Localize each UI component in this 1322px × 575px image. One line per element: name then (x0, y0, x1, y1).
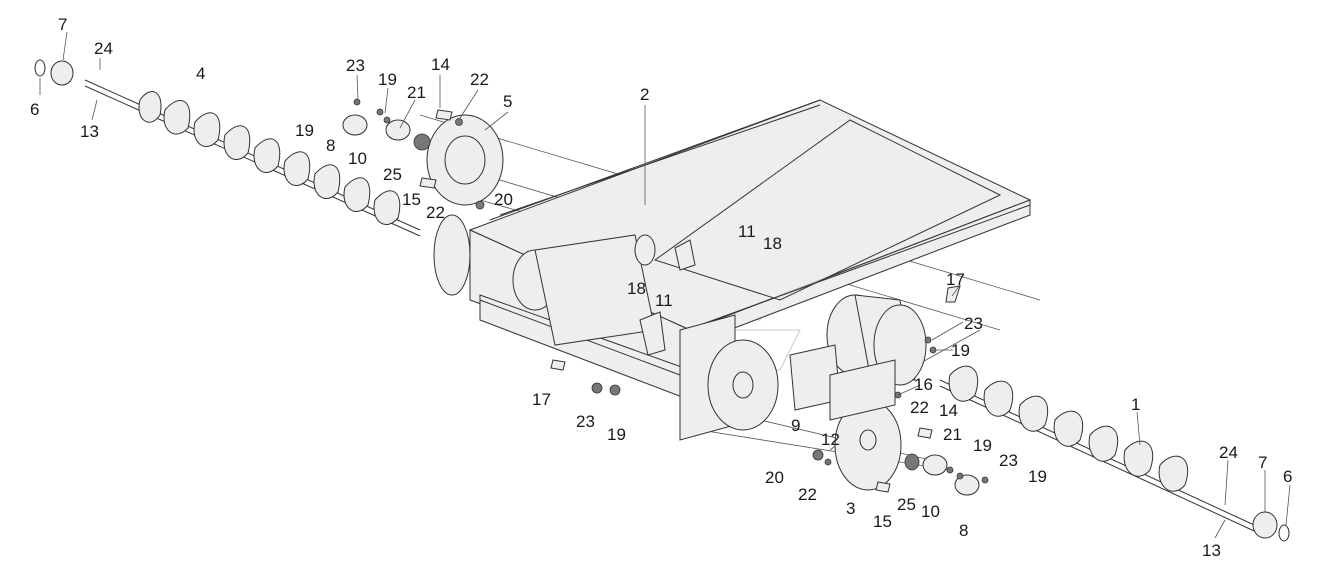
callout-19-right: 19 (951, 341, 970, 360)
left-auger (34, 59, 421, 237)
callout-25-bottom: 25 (897, 495, 916, 514)
callout-7-right: 7 (1258, 453, 1267, 472)
callout-19-bottom: 19 (607, 425, 626, 444)
callout-21-bottom: 21 (943, 425, 962, 444)
callout-19-top: 19 (378, 70, 397, 89)
callout-17-right: 17 (946, 270, 965, 289)
callout-24-left: 24 (94, 39, 113, 58)
callout-21-top: 21 (407, 83, 426, 102)
callout-8-bottom: 8 (959, 521, 968, 540)
callout-18-mid: 18 (627, 279, 646, 298)
callout-22-mid: 22 (426, 203, 445, 222)
callout-22-bottom: 22 (798, 485, 817, 504)
callout-14-bottom: 14 (939, 401, 958, 420)
callout-10-top: 10 (348, 149, 367, 168)
callout-10-bottom: 10 (921, 502, 940, 521)
callout-16: 16 (914, 375, 933, 394)
callout-23-bottom: 23 (576, 412, 595, 431)
callout-24-right: 24 (1219, 443, 1238, 462)
callout-labels: 7 24 4 6 13 23 19 14 22 21 5 19 8 10 25 … (30, 15, 1292, 560)
callout-11-top: 11 (738, 222, 756, 241)
callout-12: 12 (821, 430, 840, 449)
callout-13-left: 13 (80, 122, 99, 141)
callout-20-top: 20 (494, 190, 513, 209)
callout-5: 5 (503, 92, 512, 111)
right-auger (939, 365, 1290, 542)
callout-1: 1 (1131, 395, 1140, 414)
callout-2: 2 (640, 85, 649, 104)
callout-19-left: 19 (295, 121, 314, 140)
inner-tubes (433, 214, 927, 386)
callout-9: 9 (791, 416, 800, 435)
leader-lines (39, 31, 1291, 539)
hardware-parts (342, 98, 989, 496)
callout-3: 4 (196, 64, 205, 83)
callout-6-left: 6 (30, 100, 39, 119)
callout-19-br2: 19 (1028, 467, 1047, 486)
callout-14-top: 14 (431, 55, 450, 74)
callout-23-right: 23 (964, 314, 983, 333)
callout-6-right: 6 (1283, 467, 1292, 486)
callout-11-mid: 11 (655, 291, 673, 310)
callout-20-bottom: 20 (765, 468, 784, 487)
callout-23-br: 23 (999, 451, 1018, 470)
callout-25-top: 25 (383, 165, 402, 184)
callout-18-top: 18 (763, 234, 782, 253)
callout-13-right: 13 (1202, 541, 1221, 560)
callout-19-br1: 19 (973, 436, 992, 455)
callout-8-top: 8 (326, 136, 335, 155)
callout-7-left: 7 (58, 15, 67, 34)
callout-15-bottom: 15 (873, 512, 892, 531)
callout-4: 3 (846, 499, 855, 518)
callout-22-right: 22 (910, 398, 929, 417)
callout-23-top: 23 (346, 56, 365, 75)
callout-15-top: 15 (402, 190, 421, 209)
callout-17-left: 17 (532, 390, 551, 409)
callout-22-top: 22 (470, 70, 489, 89)
flange-plates (426, 114, 902, 491)
